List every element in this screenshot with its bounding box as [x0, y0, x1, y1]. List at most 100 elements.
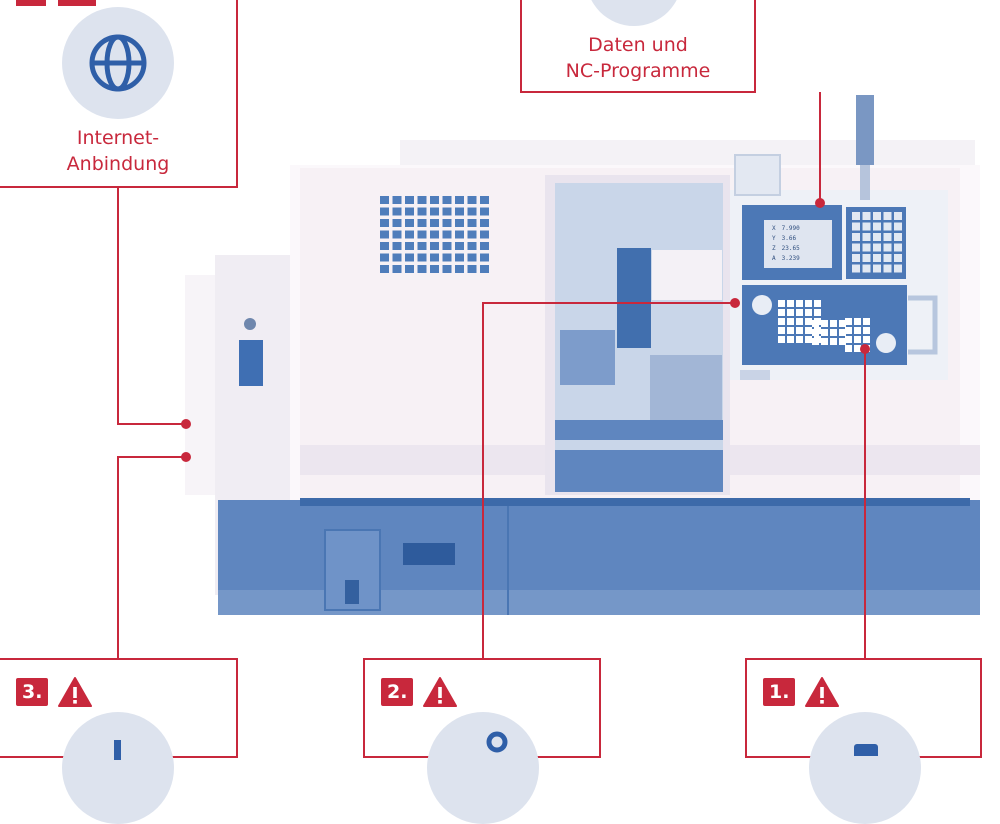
grille-slot	[380, 219, 389, 227]
operator-key	[854, 327, 861, 334]
grille-slot	[392, 253, 402, 262]
readout-value: 23.65	[781, 245, 800, 252]
operator-key	[805, 318, 812, 325]
grille-slot	[405, 265, 414, 273]
callout-risk3: 3.	[0, 658, 238, 824]
operator-key	[787, 300, 794, 307]
callout-risk2: 2.	[363, 658, 601, 824]
grille-slot	[392, 242, 402, 250]
grille-slot	[455, 265, 464, 273]
keypad-key	[852, 222, 860, 231]
readout-axis: A	[772, 255, 776, 262]
grille-slot	[442, 196, 452, 204]
operator-key	[805, 309, 812, 316]
grille-slot	[417, 207, 427, 216]
risk2-icon-circle	[427, 712, 539, 824]
grille-slot	[442, 230, 452, 239]
grille-slot	[392, 230, 402, 239]
data-label: Daten und NC-Programme	[565, 34, 711, 82]
grille-slot	[480, 230, 489, 239]
risk2-number: 2.	[381, 678, 414, 706]
grille-slot	[467, 219, 477, 227]
keypad-key	[894, 212, 902, 220]
warning-icon	[58, 677, 92, 707]
operator-key	[863, 318, 870, 325]
internet-label: Internet- Anbindung	[66, 127, 170, 175]
operator-key	[863, 327, 870, 334]
operator-key	[778, 336, 785, 343]
keypad-key	[883, 243, 892, 252]
grille-slot	[480, 196, 489, 204]
base-door-handle	[345, 580, 359, 604]
grille-slot	[392, 219, 402, 227]
grille-slot	[417, 219, 427, 227]
grille-slot	[480, 265, 489, 273]
grille-slot	[442, 242, 452, 250]
chuck-block	[652, 250, 722, 300]
grille-slot	[467, 242, 477, 250]
callout-internet: Internet- Anbindung	[0, 0, 238, 188]
callout-data: Daten und NC-Programme	[520, 0, 756, 93]
keypad-key	[862, 222, 871, 231]
operator-key	[787, 309, 794, 316]
keypad-key	[894, 264, 902, 273]
operator-key	[830, 329, 837, 336]
keypad-key	[883, 264, 892, 273]
grille-slot	[467, 207, 477, 216]
signal-tower-pole	[860, 165, 870, 200]
operator-key	[863, 345, 870, 352]
keypad-key	[852, 243, 860, 252]
grille-slot	[405, 207, 414, 216]
grille-slot	[442, 265, 452, 273]
grille-slot	[455, 207, 464, 216]
person-icon	[486, 731, 508, 753]
grille-slot	[430, 253, 439, 262]
operator-key	[839, 329, 846, 336]
grille-slot	[405, 253, 414, 262]
grille-slot	[380, 230, 389, 239]
turret	[617, 248, 651, 348]
keypad-key	[883, 233, 892, 241]
operator-key	[821, 329, 828, 336]
operator-key	[812, 329, 819, 336]
grille-slot	[380, 265, 389, 273]
operator-key	[830, 320, 837, 327]
operator-key	[778, 327, 785, 334]
keypad-key	[862, 212, 871, 220]
grille-slot	[392, 265, 402, 273]
monitor-screen	[764, 220, 832, 268]
operator-key	[845, 336, 852, 343]
operator-key	[778, 318, 785, 325]
grille-slot	[417, 230, 427, 239]
keypad-key	[862, 264, 871, 273]
warning-icon	[423, 677, 457, 707]
keypad-key	[873, 233, 881, 241]
keypad-key	[862, 254, 871, 262]
readout-axis: X	[772, 225, 776, 232]
callout-risk1: 1.	[745, 658, 982, 824]
grille-slot	[455, 253, 464, 262]
grille-slot	[417, 253, 427, 262]
operator-key	[796, 318, 803, 325]
operator-key	[830, 338, 837, 345]
keypad-key	[883, 212, 892, 220]
grille-slot	[480, 253, 489, 262]
operator-key	[805, 336, 812, 343]
operator-key	[812, 320, 819, 327]
panel-top-box	[734, 154, 781, 196]
grille-slot	[480, 207, 489, 216]
operator-key	[812, 338, 819, 345]
grille-slot	[380, 196, 389, 204]
risk1-icon-circle	[809, 712, 921, 824]
operator-key	[796, 327, 803, 334]
warning-icon	[805, 677, 839, 707]
operator-key	[845, 318, 852, 325]
readout-value: 7.990	[781, 225, 800, 232]
operator-key	[796, 336, 803, 343]
cabinet-lock-icon	[244, 318, 256, 330]
globe-icon	[89, 34, 147, 92]
grille-slot	[480, 242, 489, 250]
grille-slot	[405, 196, 414, 204]
